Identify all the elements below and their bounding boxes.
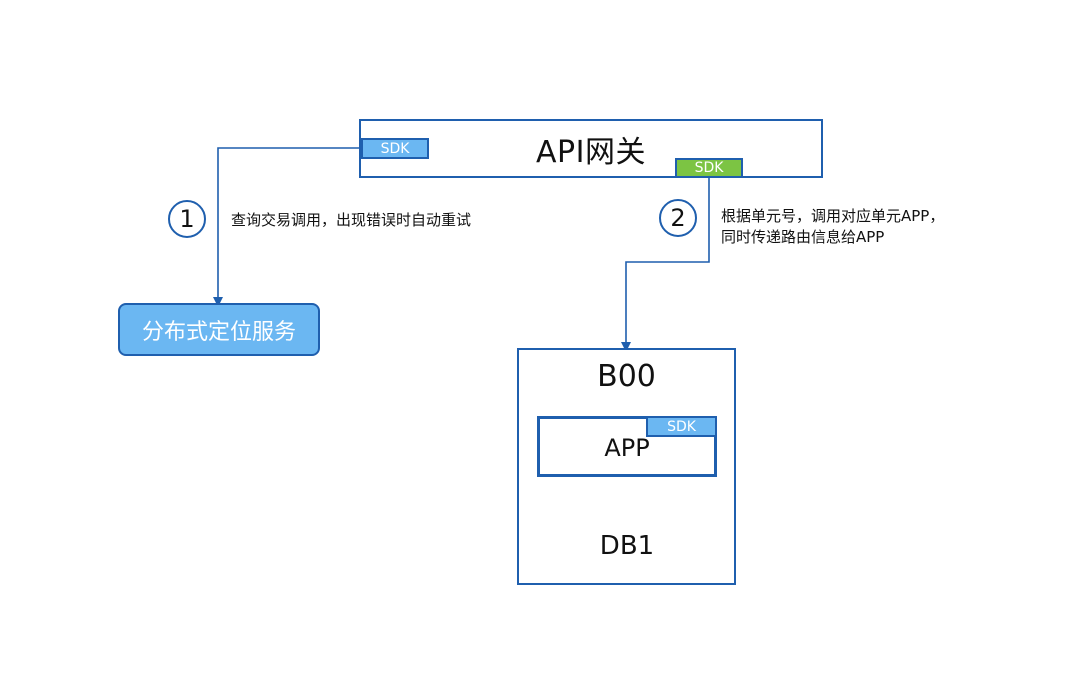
step-1-circle: 1 <box>168 200 206 238</box>
arrow-gateway-to-unit <box>621 178 710 352</box>
step-2-note-line-1: 根据单元号，调用对应单元APP， <box>721 207 945 225</box>
app-title: APP <box>604 434 650 462</box>
db1-label: DB1 <box>599 531 655 561</box>
api-gateway-title: API网关 <box>536 134 646 170</box>
api-gateway-box <box>359 119 823 178</box>
step-1-note: 查询交易调用，出现错误时自动重试 <box>231 210 471 231</box>
arrow-gateway-to-location-service <box>213 147 361 307</box>
location-service-box: 分布式定位服务 <box>118 303 320 356</box>
app-sdk-badge: SDK <box>646 416 717 437</box>
step-2-circle: 2 <box>659 199 697 237</box>
step-2-note-line-2: 同时传递路由信息给APP <box>721 228 885 246</box>
step-1-note-line-1: 查询交易调用，出现错误时自动重试 <box>231 211 472 229</box>
gateway-sdk-left-badge: SDK <box>361 138 429 159</box>
app-box <box>537 416 717 477</box>
unit-b00-title: B00 <box>597 358 656 394</box>
step-2-note: 根据单元号，调用对应单元APP， 同时传递路由信息给APP <box>721 206 944 248</box>
gateway-sdk-right-badge: SDK <box>675 158 743 178</box>
